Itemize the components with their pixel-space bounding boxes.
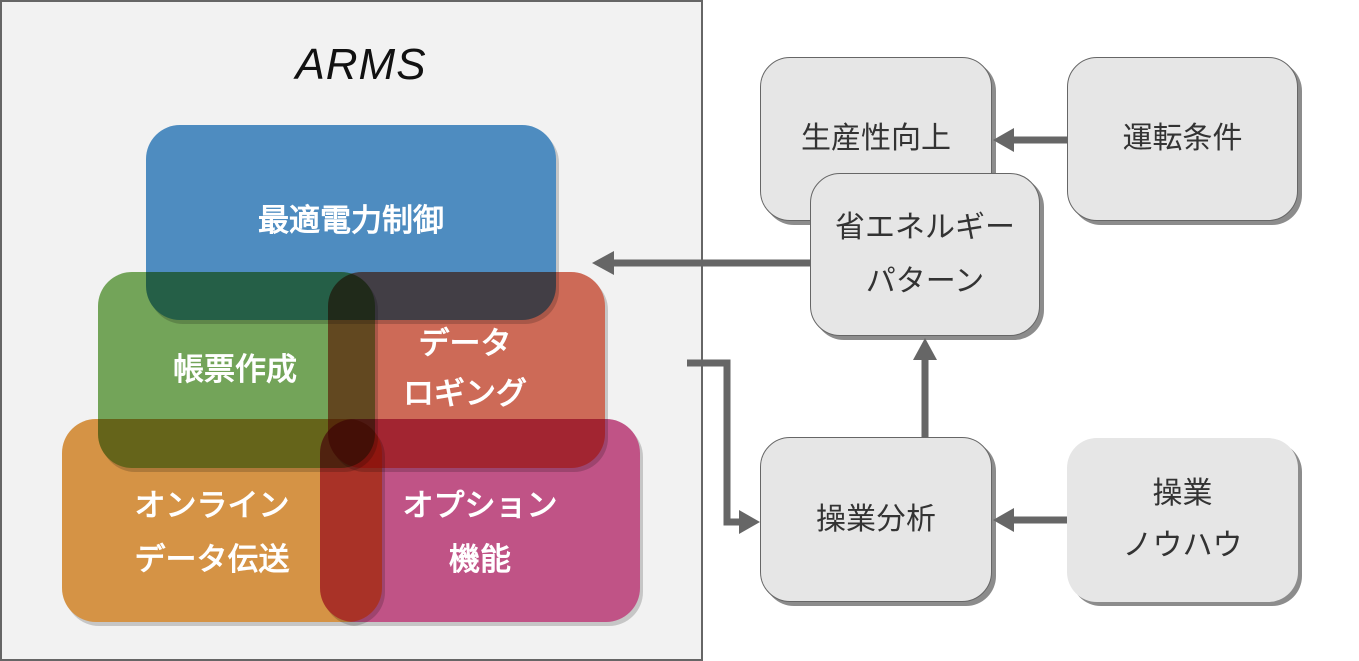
node-operation-analysis-label: 操業分析: [816, 501, 936, 537]
node-knowhow-line2: ノウハウ: [1122, 528, 1243, 563]
node-energy-pattern-line2: パターン: [865, 263, 985, 299]
arms-title: ARMS: [295, 40, 427, 89]
label-online-line1: オンライン: [134, 488, 290, 524]
node-energy-pattern[interactable]: 省エネルギー パターン: [810, 173, 1040, 336]
node-energy-pattern-line1: 省エネルギー: [835, 209, 1015, 245]
label-data-logging: データ ロギング: [380, 322, 550, 416]
node-productivity-label: 生産性向上: [801, 121, 951, 156]
module-optimal-power-control[interactable]: [146, 125, 556, 320]
arrow-analysis-to-energy-pattern: [913, 338, 937, 437]
node-operation-knowhow[interactable]: 操業 ノウハウ: [1067, 438, 1298, 602]
label-options-line1: オプション: [402, 488, 558, 524]
label-options: オプション 機能: [380, 484, 580, 582]
arrow-arms-to-operation-analysis: [687, 359, 760, 534]
label-optimal-power-control: 最適電力制御: [258, 203, 444, 239]
arrow-conditions-to-productivity: [993, 128, 1067, 152]
label-online-data-transfer: オンライン データ伝送: [112, 484, 312, 582]
arrow-knowhow-to-analysis: [993, 508, 1067, 532]
label-report-creation: 帳票作成: [173, 352, 297, 388]
arrow-energy-pattern-to-arms: [592, 251, 810, 275]
label-options-line2: 機能: [449, 542, 511, 578]
label-data-logging-line2: ロギング: [403, 376, 527, 412]
label-online-line2: データ伝送: [134, 542, 290, 578]
label-data-logging-line1: データ: [418, 326, 512, 362]
node-operating-conditions-label: 運転条件: [1122, 121, 1243, 156]
node-knowhow-line1: 操業: [1152, 476, 1213, 511]
node-operation-analysis[interactable]: 操業分析: [760, 437, 992, 602]
node-operating-conditions[interactable]: 運転条件: [1067, 57, 1298, 221]
